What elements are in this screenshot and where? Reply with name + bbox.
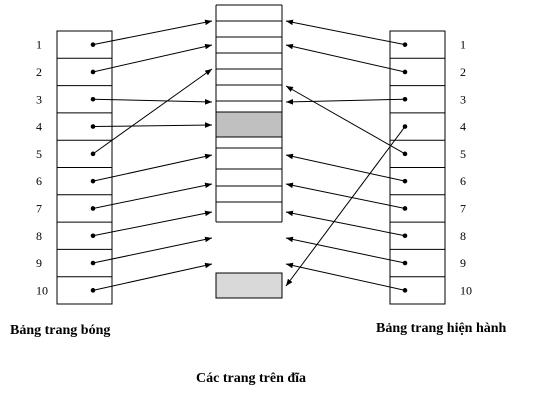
current-pointer-arrow <box>285 182 406 209</box>
current-pointer-arrow <box>285 19 406 46</box>
current-pointer-arrow <box>285 236 406 264</box>
shadow-row-number: 7 <box>36 201 42 215</box>
shadow-row-number: 4 <box>36 120 42 134</box>
shadow-row-number: 5 <box>36 147 42 161</box>
current-pointer-arrow <box>285 126 406 287</box>
current-table-row-numbers: 1 2 3 4 5 6 7 8 9 10 <box>460 38 472 298</box>
current-row-number: 6 <box>460 174 466 188</box>
current-row-number: 8 <box>460 229 466 243</box>
disk-page-old-copy <box>215 111 283 138</box>
shadow-pointer-arrow <box>92 236 213 264</box>
shadow-table-row-numbers: 1 2 3 4 5 6 7 8 9 10 <box>36 38 48 298</box>
current-row-number: 7 <box>460 201 466 215</box>
shadow-row-number: 10 <box>36 283 48 297</box>
shadow-row-number: 8 <box>36 229 42 243</box>
shadow-page-table <box>56 30 113 305</box>
shadow-pointer-arrow <box>92 68 213 155</box>
shadow-pointer-arrow <box>92 210 213 237</box>
shadow-table-caption: Bảng trang bóng <box>10 323 110 338</box>
shadow-pointer-arrow <box>92 43 213 73</box>
shadow-row-number: 9 <box>36 256 42 270</box>
current-pointer-dot <box>402 288 408 293</box>
current-pointer-arrow <box>285 210 406 237</box>
disk-pages-column <box>215 4 283 299</box>
current-row-number: 5 <box>460 147 466 161</box>
disk-page-new-copy <box>215 272 283 299</box>
current-row-number: 9 <box>460 256 466 270</box>
current-row-number: 4 <box>460 120 466 134</box>
current-row-number: 2 <box>460 65 466 79</box>
current-row-number: 10 <box>460 283 472 297</box>
shadow-row-number: 3 <box>36 92 42 106</box>
shadow-pointer-arrow <box>92 153 213 182</box>
shadow-row-number: 1 <box>36 38 42 52</box>
shadow-pointer-arrow <box>92 182 213 209</box>
current-pointer-arrow <box>285 153 406 182</box>
shadow-pointer-arrow <box>92 262 213 291</box>
shadow-pointer-arrow <box>92 98 213 105</box>
shadow-pointer-dot <box>90 288 96 293</box>
current-row-number: 3 <box>460 92 466 106</box>
current-pointer-arrow <box>285 43 406 73</box>
shadow-row-number: 2 <box>36 65 42 79</box>
shadow-pointer-arrow <box>92 19 213 46</box>
page-mapping-arrows <box>90 19 408 293</box>
current-pointer-arrow <box>285 98 406 105</box>
shadow-pointer-arrow <box>92 122 213 128</box>
current-pointer-arrow <box>285 262 406 291</box>
current-page-table <box>389 30 446 305</box>
disk-pages-caption: Các trang trên đĩa <box>196 371 306 386</box>
current-table-caption: Bảng trang hiện hành <box>376 321 507 336</box>
current-pointer-arrow <box>285 85 406 155</box>
current-row-number: 1 <box>460 38 466 52</box>
shadow-row-number: 6 <box>36 174 42 188</box>
